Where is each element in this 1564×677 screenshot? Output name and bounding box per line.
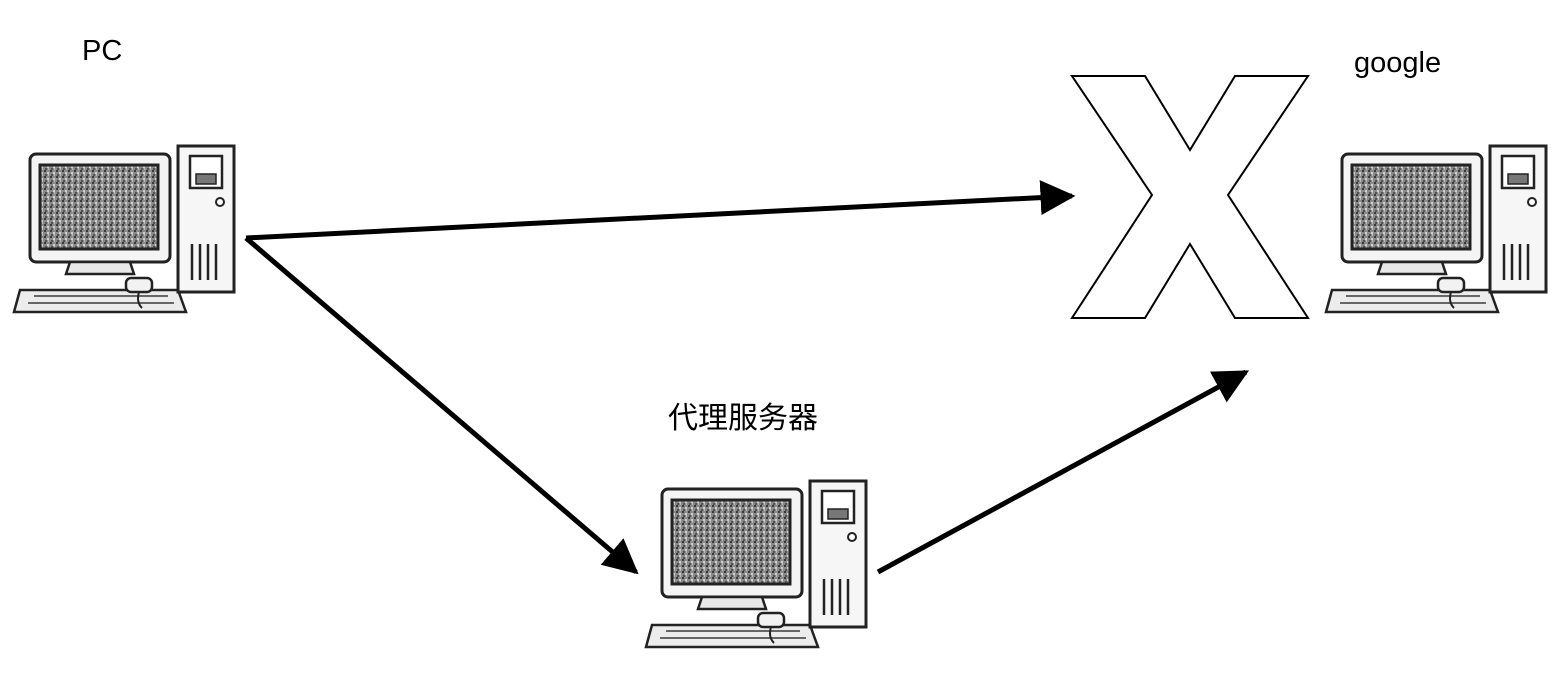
- edge-pc-to-google-arrow: [245, 180, 1076, 241]
- edge-pc-to-proxy-arrow: [244, 236, 639, 575]
- pc-label: PC: [82, 35, 123, 67]
- pc-computer-icon: [12, 144, 236, 314]
- proxy-computer-icon: [644, 479, 868, 649]
- edge-proxy-to-google-arrow: [876, 369, 1250, 575]
- blocked-x-icon: [1070, 75, 1310, 319]
- proxy-server-label: 代理服务器: [668, 401, 818, 436]
- google-computer-icon: [1324, 144, 1548, 314]
- google-label: google: [1354, 47, 1442, 79]
